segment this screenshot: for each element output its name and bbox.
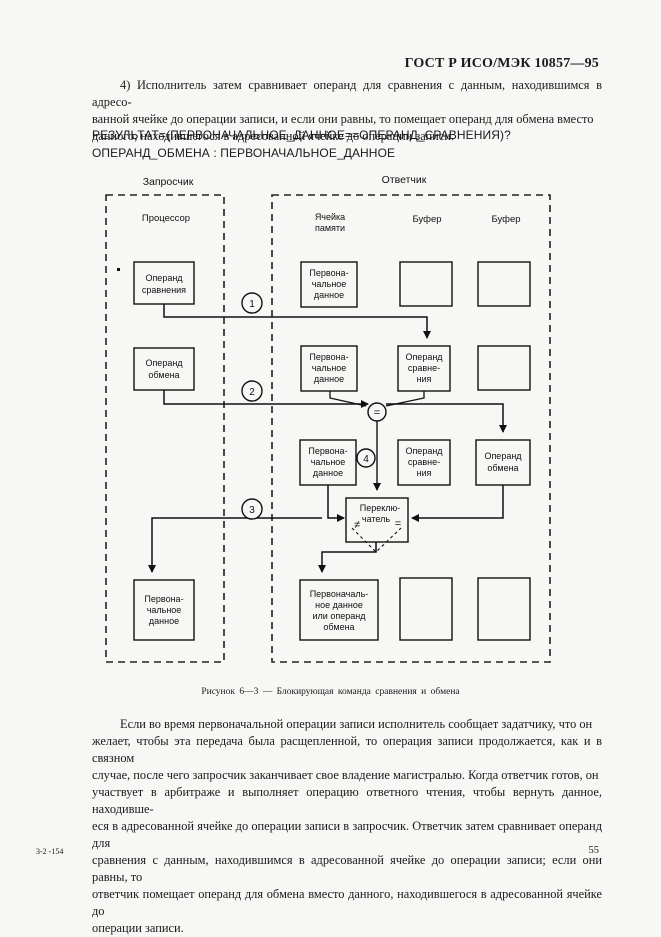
body-line-2: желает, чтобы эта передача была расщепле… [92, 734, 602, 765]
step-1-marker [241, 292, 263, 314]
initial-data-r2-2: чальное [312, 363, 347, 373]
switch-to-result [318, 542, 377, 573]
swap-operand-r3-2: обмена [487, 463, 518, 473]
swap-operand-r3-1: Операнд [484, 451, 522, 461]
step-3-marker [241, 498, 263, 520]
page-number: 55 [588, 845, 600, 856]
compare-operand-text-2: сравнения [142, 285, 186, 295]
buffer-box-r1b [477, 261, 531, 307]
result-left-2: чальное [147, 605, 182, 615]
switch-text-1: Переклю- [360, 503, 401, 513]
result-box-memory [299, 579, 379, 641]
compare-operand-box [133, 261, 195, 305]
intro-line-3: данного, находившегося в адресованной яч… [92, 129, 455, 143]
compare-hyph-r3-2: сравне- [408, 457, 440, 467]
arrow-step-3 [148, 517, 322, 573]
compare-hyph-r2-3: ния [417, 374, 432, 384]
body-line-1: Если во время первоначальной операции за… [120, 717, 593, 731]
arrow-step-2 [163, 390, 369, 408]
body-line-8: операции записи. [92, 921, 184, 935]
buffer-box-r4a [399, 577, 453, 641]
initial-data-r2-3: данное [314, 374, 344, 384]
buffer-box-r1a [399, 261, 453, 307]
compare-hyph-r2-1: Операнд [405, 352, 443, 362]
requester-frame [105, 194, 225, 663]
switch-text-2: чатель [362, 514, 390, 524]
initial-data-r3-3: данное [313, 468, 343, 478]
swap-operand-box [133, 347, 195, 391]
buffer-box-r2b [477, 345, 531, 391]
result-memory-3: или операнд [313, 611, 367, 621]
compare-operand-text-1: Операнд [145, 273, 183, 283]
initial-data-box-r2 [300, 345, 358, 392]
comparator-symbol: = [374, 407, 380, 419]
initial-to-switch [327, 485, 345, 522]
memory-cell-label-1: Ячейка [315, 212, 345, 222]
code-line-2: ОПЕРАНД_ОБМЕНА : ПЕРВОНАЧАЛЬНОЕ_ДАННОЕ [92, 146, 396, 160]
responder-frame [271, 194, 551, 663]
compare-operand-box-r3 [397, 439, 451, 486]
initial-data-r1-2: чальное [312, 279, 347, 289]
buffer-label-2: Буфер [491, 214, 520, 225]
initial-data-r2-1: Первона- [309, 352, 348, 362]
responder-title: Ответчик [382, 174, 427, 186]
initial-data-r3-1: Первона- [308, 446, 347, 456]
intro-line-1: 4) Исполнитель затем сравнивает операнд … [92, 78, 602, 109]
compare-hyph-r3-1: Операнд [405, 446, 443, 456]
standard-header: ГОСТ Р ИСО/МЭК 10857—95 [404, 56, 599, 71]
body-line-4: участвует в арбитраже и выполняет операц… [92, 785, 602, 816]
initial-data-box-r1 [300, 261, 358, 308]
body-paragraph: Если во время первоначальной операции за… [92, 716, 602, 937]
result-memory-4: обмена [323, 622, 354, 632]
step-4-label: 4 [363, 454, 369, 465]
scan-dot [117, 268, 120, 271]
initial-data-r3-2: чальное [311, 457, 346, 467]
body-line-5: еся в адресованной ячейке до операции за… [92, 819, 602, 850]
step-2-label: 2 [249, 387, 255, 398]
switch-neq-symbol: ≠ [354, 519, 360, 531]
compare-hyph-r2-2: сравне- [408, 363, 440, 373]
switch-box [345, 497, 409, 543]
initial-data-r1-3: данное [314, 290, 344, 300]
intro-line-2: ванной ячейке до операции записи, и если… [92, 112, 594, 126]
result-memory-2: ное данное [315, 600, 363, 610]
step-3-label: 3 [249, 505, 255, 516]
result-data-box-left [133, 579, 195, 641]
swap-to-switch [411, 485, 504, 522]
requester-title: Запросчик [143, 176, 194, 188]
body-line-7: ответчик помещает операнд для обмена вме… [92, 887, 602, 918]
result-left-1: Первона- [144, 594, 183, 604]
buffer-box-r4b [477, 577, 531, 641]
print-code: 3-2 -154 [36, 847, 64, 856]
step-1-label: 1 [249, 299, 255, 310]
result-memory-1: Первоначаль- [310, 589, 369, 599]
intro-paragraph: 4) Исполнитель затем сравнивает операнд … [92, 77, 602, 145]
arrow-to-buffer [386, 403, 507, 433]
buffer-label-1: Буфер [412, 214, 441, 225]
processor-label: Процессор [142, 213, 190, 224]
body-line-3: случае, после чего запросчик заканчивает… [92, 768, 599, 782]
compare-hyph-r3-3: ния [417, 468, 432, 478]
swap-operand-text-1: Операнд [145, 358, 183, 368]
figure-caption: Рисунок 6—3 — Блокирующая команда сравне… [201, 687, 460, 697]
body-line-6: сравнения с данным, находившимся в адрес… [92, 853, 602, 884]
step-4-marker [356, 448, 376, 468]
result-left-3: данное [149, 616, 179, 626]
arrow-step-1 [163, 304, 431, 339]
memory-cell-label-2: памяти [315, 223, 345, 233]
swap-operand-text-2: обмена [148, 370, 179, 380]
switch-eq-symbol: = [395, 518, 401, 530]
line-initial-to-compare [329, 391, 367, 407]
step-2-marker [241, 380, 263, 402]
initial-data-r1-1: Первона- [309, 268, 348, 278]
code-line-1: РЕЗУЛЬТАТ=(ПЕРВОНАЧАЛЬНОЕ_ДАННОЕ==ОПЕРАН… [92, 128, 511, 142]
